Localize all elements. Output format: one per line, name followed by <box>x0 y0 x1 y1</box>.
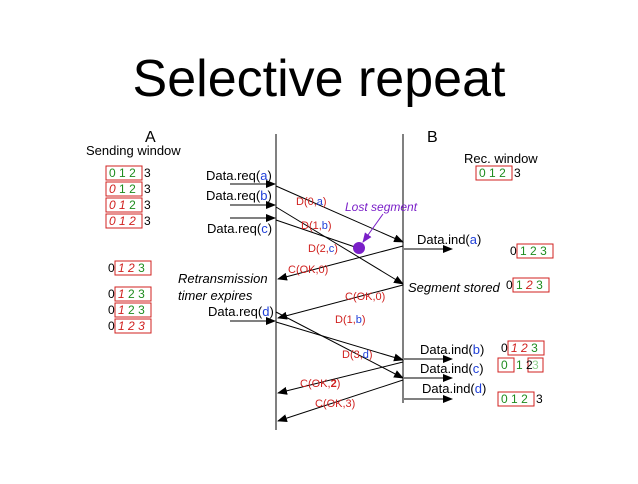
msg-cok0-label: C(OK,0) <box>288 264 328 276</box>
svg-text:0 1 2: 0 1 2 <box>109 166 136 180</box>
sending-window-row-6: 0 1 2 3 <box>108 286 152 302</box>
msg-d2-label: D(2,c) <box>308 243 338 255</box>
svg-text:1 2 3: 1 2 3 <box>118 287 145 301</box>
msg-d0-arrow <box>275 185 404 243</box>
svg-text:0: 0 <box>501 341 508 355</box>
sending-window-row-5: 0 1 2 3 <box>108 260 152 276</box>
svg-text:0: 0 <box>506 278 513 292</box>
data-req-c-label: Data.req(c) <box>207 221 272 236</box>
svg-text:0 1 2: 0 1 2 <box>501 392 528 406</box>
endpoint-b-label: B <box>427 129 438 146</box>
sending-window-row-4: 0 1 2 3 <box>105 213 151 229</box>
svg-text:0: 0 <box>108 319 115 333</box>
data-req-a-label: Data.req(a) <box>206 168 272 183</box>
rec-window-row-1: 0 1 2 3 <box>475 165 521 181</box>
svg-text:1 2 3: 1 2 3 <box>118 319 145 333</box>
svg-text:0: 0 <box>501 358 508 372</box>
svg-text:0: 0 <box>108 287 115 301</box>
msg-cok0-b-arrow <box>277 284 404 320</box>
data-ind-c-label: Data.ind(c) <box>420 361 484 376</box>
lost-segment-pointer <box>362 213 384 243</box>
rec-window-header: Rec. window <box>464 151 538 166</box>
msg-cok0-b-label: C(OK,0) <box>345 291 385 303</box>
lost-segment-label: Lost segment <box>345 200 418 214</box>
msg-cok2-label: C(OK,2) <box>300 378 340 390</box>
data-req-d-label: Data.req(d) <box>208 304 274 319</box>
svg-text:0: 0 <box>510 244 517 258</box>
timer-label-line2: timer expires <box>178 288 253 303</box>
svg-text:3: 3 <box>532 358 539 372</box>
timer-label-line1: Retransmission <box>178 271 268 286</box>
svg-text:3: 3 <box>514 166 521 180</box>
msg-cok3-arrow <box>277 379 404 422</box>
svg-text:1 2: 1 2 <box>516 358 533 372</box>
svg-text:0: 0 <box>108 303 115 317</box>
msg-d0-label: D(0,a) <box>296 196 327 208</box>
endpoint-a-label: A <box>145 129 156 146</box>
sending-window-row-1: 0 1 2 3 <box>105 165 151 181</box>
msg-d1-retransmit-arrow <box>275 321 404 362</box>
data-ind-a-label: Data.ind(a) <box>417 232 481 247</box>
svg-text:3: 3 <box>144 182 151 196</box>
svg-text:0: 0 <box>108 261 115 275</box>
msg-cok0-arrow <box>277 245 404 281</box>
msg-d3-label: D(3,d) <box>342 349 373 361</box>
svg-text:3: 3 <box>536 392 543 406</box>
svg-text:1 2 3: 1 2 3 <box>118 303 145 317</box>
rec-window-row-6: 0 1 2 3 <box>497 391 543 407</box>
lost-segment-marker <box>353 242 365 254</box>
svg-text:3: 3 <box>144 166 151 180</box>
sending-window-header: Sending window <box>86 143 181 158</box>
svg-text:0 1 2: 0 1 2 <box>479 166 506 180</box>
msg-cok2-arrow <box>277 361 404 395</box>
msg-d1-arrow <box>275 206 404 285</box>
sending-window-row-7: 0 1 2 3 <box>108 302 152 318</box>
msg-d1-label: D(1,b) <box>301 220 332 232</box>
svg-text:1 2 3: 1 2 3 <box>511 341 538 355</box>
sending-window-row-3: 0 1 2 3 <box>105 197 151 213</box>
svg-text:0 1 2: 0 1 2 <box>109 182 136 196</box>
msg-cok3-label: C(OK,3) <box>315 398 355 410</box>
rec-window-row-2: 0 1 2 3 <box>510 243 554 259</box>
msg-d1-retransmit-label: D(1,b) <box>335 314 366 326</box>
svg-text:1 2 3: 1 2 3 <box>520 244 547 258</box>
slide-title: Selective repeat <box>133 50 506 108</box>
svg-text:0 1 2: 0 1 2 <box>109 198 136 212</box>
rec-window-row-5: 0 1 2 3 <box>497 357 544 373</box>
rec-window-row-3: 0 1 2 3 <box>506 277 550 293</box>
svg-text:1 2 3: 1 2 3 <box>118 261 145 275</box>
segment-stored-label: Segment stored <box>408 280 501 295</box>
svg-text:3: 3 <box>144 198 151 212</box>
msg-d2-arrow <box>275 219 356 248</box>
rec-window-row-4: 0 1 2 3 <box>501 340 545 356</box>
svg-text:1 2 3: 1 2 3 <box>516 278 543 292</box>
data-ind-d-label: Data.ind(d) <box>422 381 486 396</box>
svg-text:3: 3 <box>144 214 151 228</box>
sending-window-row-8: 0 1 2 3 <box>108 318 152 334</box>
sending-window-row-2: 0 1 2 3 <box>105 181 151 197</box>
data-req-b-label: Data.req(b) <box>206 188 272 203</box>
data-ind-b-label: Data.ind(b) <box>420 342 484 357</box>
svg-text:0 1 2: 0 1 2 <box>109 214 136 228</box>
